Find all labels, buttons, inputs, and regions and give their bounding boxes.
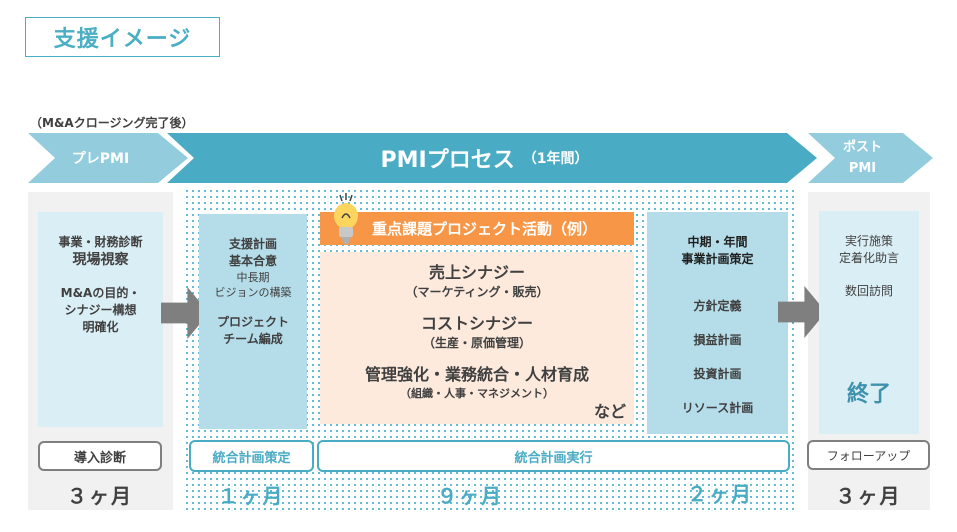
pre-pmi-line: 明確化 bbox=[82, 320, 119, 334]
stage-label-integration-planning: 統合計画策定 bbox=[189, 440, 314, 472]
phase-chevron-pre-pmi: プレPMI bbox=[28, 133, 188, 183]
stage-label-follow-up: フォローアップ bbox=[807, 440, 930, 470]
plan-line: 中長期 bbox=[236, 271, 270, 284]
end-label: 終了 bbox=[846, 382, 891, 407]
post-pmi-line: 数回訪問 bbox=[844, 284, 893, 298]
post-pmi-line: 実行施策 bbox=[844, 234, 893, 248]
stage-label-integration-execution: 統合計画実行 bbox=[317, 440, 790, 472]
project-activities-box: 売上シナジー （マーケティング・販売） コストシナジー （生産・原価管理） 管理… bbox=[320, 252, 634, 424]
project-activities-title: 重点課題プロジェクト活動（例） bbox=[372, 220, 598, 238]
post-pmi-line: 定着化助言 bbox=[838, 251, 899, 265]
stage-label-intro-diagnosis: 導入診断 bbox=[38, 441, 162, 471]
lightbulb-icon bbox=[330, 192, 362, 248]
duration-projects: ９ヶ月 bbox=[437, 484, 503, 508]
plan-content-box: 支援計画 基本合意 中長期 ビジョンの構築 プロジェクト チーム編成 bbox=[199, 214, 307, 429]
project-item-title: コストシナジー bbox=[420, 314, 533, 333]
plan-line: ビジョンの構築 bbox=[214, 286, 292, 299]
pre-pmi-line: M&Aの目的・ bbox=[60, 286, 141, 300]
phase-chevron-pmi-process: PMIプロセス （1年間） bbox=[167, 133, 817, 183]
phase-label-post-line1: ポスト bbox=[842, 140, 882, 155]
plan-line: 支援計画 bbox=[228, 237, 277, 251]
project-item-sub: （マーケティング・販売） bbox=[405, 285, 549, 299]
phase-label-pre-pmi: プレPMI bbox=[71, 151, 130, 167]
phase-sublabel-duration: （1年間） bbox=[522, 151, 589, 167]
business-plan-box: 中期・年間 事業計画策定 方針定義 損益計画 投資計画 リソース計画 bbox=[647, 212, 788, 434]
project-item-sub: （生産・原価管理） bbox=[422, 336, 531, 350]
business-plan-item: 方針定義 bbox=[693, 299, 742, 313]
project-etc-label: など bbox=[593, 402, 626, 421]
pre-pmi-line: 事業・財務診断 bbox=[58, 235, 143, 249]
project-item-title: 管理強化・業務統合・人材育成 bbox=[364, 365, 589, 384]
phase-chevron-post-pmi: ポスト PMI bbox=[808, 133, 933, 183]
stage-label-execution-text: 統合計画実行 bbox=[514, 450, 593, 466]
phase-label-pmi-process: PMIプロセス bbox=[380, 148, 515, 173]
project-item-sub: （組織・人事・マネジメント） bbox=[400, 387, 554, 400]
business-plan-item: 投資計画 bbox=[693, 367, 742, 381]
phase-label-post-line2: PMI bbox=[848, 161, 877, 176]
duration-pre-pmi: ３ヶ月 bbox=[67, 484, 133, 508]
pre-pmi-line: 現場視察 bbox=[72, 252, 129, 268]
duration-post-pmi: ３ヶ月 bbox=[835, 484, 902, 508]
business-plan-heading: 中期・年間 bbox=[687, 235, 748, 249]
project-activities-header: 重点課題プロジェクト活動（例） bbox=[320, 212, 634, 245]
post-pmi-content-box: 実行施策 定着化助言 数回訪問 終了 bbox=[819, 211, 919, 434]
duration-business-plan: ２ヶ月 bbox=[687, 482, 753, 506]
business-plan-item: 損益計画 bbox=[693, 333, 742, 347]
plan-line: チーム編成 bbox=[223, 332, 283, 346]
pre-pmi-line: シナジー構想 bbox=[64, 303, 137, 317]
plan-line: 基本合意 bbox=[228, 254, 277, 268]
plan-line: プロジェクト bbox=[216, 315, 289, 329]
timing-note: （M&Aクロージング完了後） bbox=[30, 116, 194, 130]
page-title: 支援イメージ bbox=[25, 17, 220, 57]
pre-pmi-content-box: 事業・財務診断 現場視察 M&Aの目的・ シナジー構想 明確化 bbox=[38, 212, 163, 427]
business-plan-item: リソース計画 bbox=[681, 401, 754, 415]
duration-plan: １ヶ月 bbox=[218, 484, 285, 508]
project-item-title: 売上シナジー bbox=[428, 263, 525, 282]
business-plan-heading: 事業計画策定 bbox=[681, 252, 754, 266]
